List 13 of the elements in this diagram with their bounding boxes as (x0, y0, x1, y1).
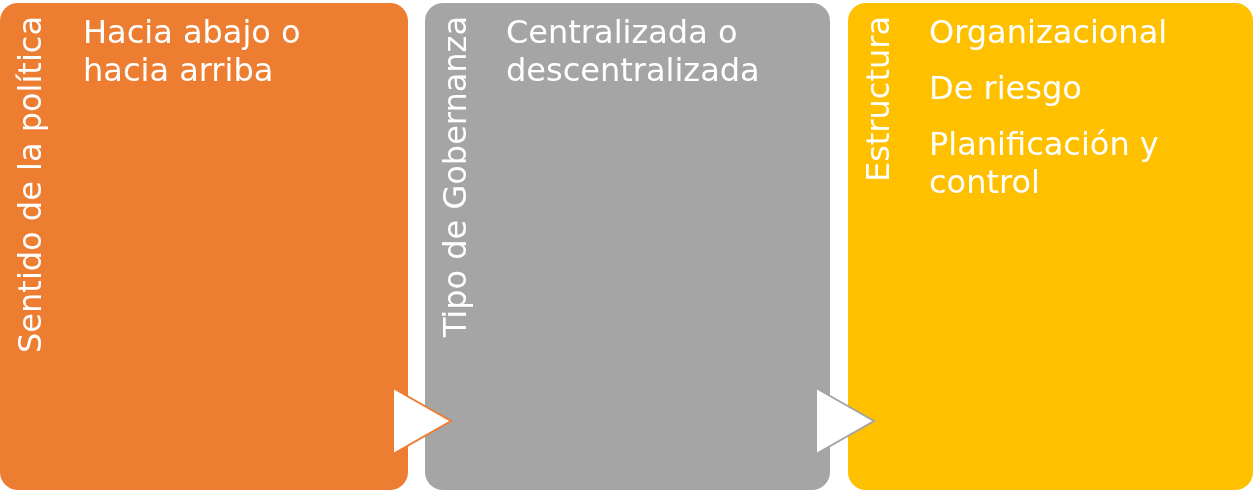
vertical-heading: Sentido de la política (13, 16, 47, 353)
process-panel (0, 3, 408, 490)
vertical-heading: Tipo de Gobernanza (438, 16, 472, 338)
process-panel (848, 3, 1253, 490)
item-text: Planificación y control (929, 125, 1160, 201)
chevron-arrow (815, 387, 875, 455)
item-text: Organizacional (929, 13, 1169, 51)
item-text: De riesgo (929, 69, 1083, 107)
item-text: Hacia abajo o hacia arriba (83, 13, 302, 89)
item-text: Centralizada o descentralizada (506, 13, 761, 89)
vertical-heading: Estructura (861, 16, 895, 183)
process-panel (425, 3, 830, 490)
chevron-arrow (392, 387, 452, 455)
